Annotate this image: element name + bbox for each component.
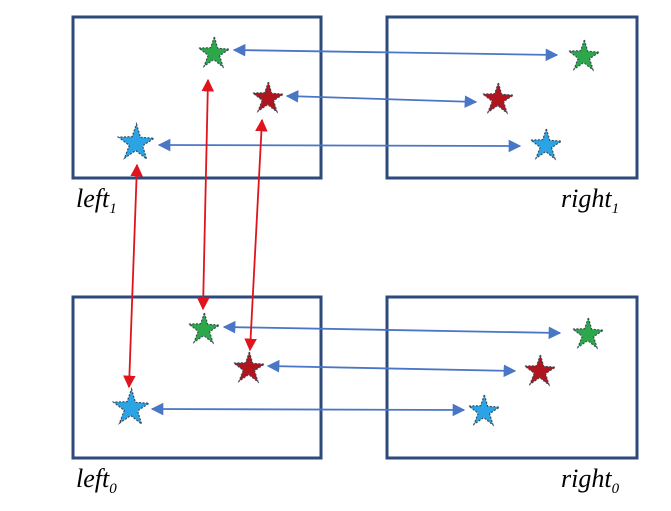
frame-right-1	[385, 15, 639, 180]
blue-arrow-red-1	[285, 90, 478, 108]
star-green-left-0	[187, 310, 222, 345]
blue-arrow-green-1	[232, 43, 559, 62]
star-blue-right-0	[467, 392, 502, 427]
star-blue-right-1	[529, 126, 564, 161]
star-blue-left-0	[111, 387, 151, 426]
label-left-0: left0	[76, 464, 117, 497]
blue-arrow-red-0	[266, 359, 517, 378]
frame-right-0	[385, 295, 639, 460]
blue-arrow-blue-1	[157, 138, 522, 153]
blue-arrow-blue-0	[150, 402, 466, 417]
red-arrow-green	[196, 78, 215, 311]
red-arrow-blue	[123, 163, 143, 389]
star-red-right-1	[481, 80, 516, 115]
red-arrow-red	[244, 118, 268, 352]
star-green-right-1	[567, 37, 602, 72]
frame-left-0	[71, 295, 323, 460]
star-red-left-0	[232, 349, 267, 384]
star-red-right-0	[523, 352, 558, 387]
frame-left-1	[71, 15, 323, 180]
label-left-1: left1	[76, 184, 117, 217]
label-right-1: right1	[561, 184, 620, 217]
blue-arrow-green-0	[222, 320, 562, 340]
star-red-left-1	[251, 79, 286, 114]
star-blue-left-1	[116, 122, 156, 161]
label-right-0: right0	[561, 464, 620, 497]
star-green-right-0	[571, 315, 606, 350]
star-green-left-1	[197, 34, 232, 69]
